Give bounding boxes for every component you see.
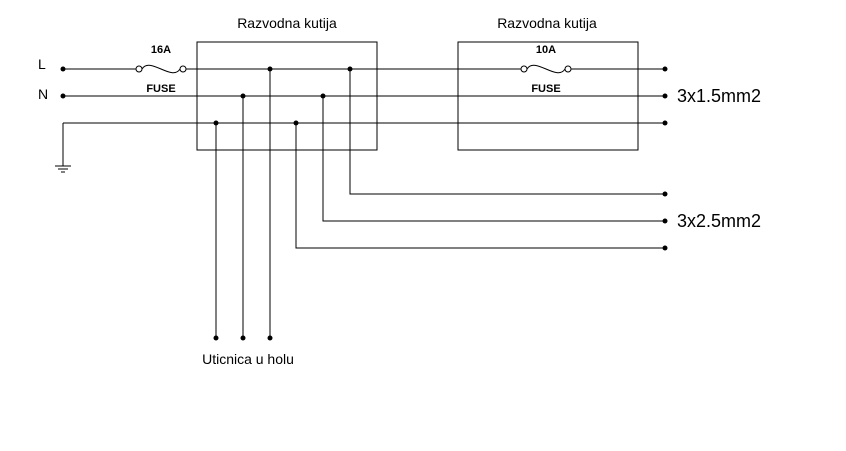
fuse-terminal-left (135, 65, 143, 73)
fuse-branch-label: FUSE (531, 83, 560, 95)
cable-label-sockets: 3x2.5mm2 (677, 211, 761, 231)
fuse-branch-rating: 10A (536, 44, 556, 56)
socket-label: Uticnica u holu (202, 351, 294, 367)
fuse-main-label: FUSE (146, 83, 175, 95)
junction-box-2-title: Razvodna kutija (497, 15, 597, 31)
junction-box-1-title: Razvodna kutija (237, 15, 337, 31)
fuse-main-rating: 16A (151, 44, 171, 56)
branch-wires-2-5mm (295, 69, 665, 249)
fuse-terminal-left (520, 65, 528, 73)
ground-icon (55, 165, 71, 173)
fuse-terminal-right (564, 65, 572, 73)
fuse-main-element (141, 64, 181, 74)
junction-dots (60, 66, 668, 341)
earth-wire (62, 122, 665, 166)
fuse-branch-element (526, 64, 566, 74)
socket-drop-wires (215, 69, 271, 338)
cable-label-lighting: 3x1.5mm2 (677, 86, 761, 106)
fuse-terminal-right (179, 65, 187, 73)
line-label-l: L (38, 56, 46, 72)
line-label-n: N (38, 86, 48, 102)
line-wire-l (63, 64, 665, 74)
